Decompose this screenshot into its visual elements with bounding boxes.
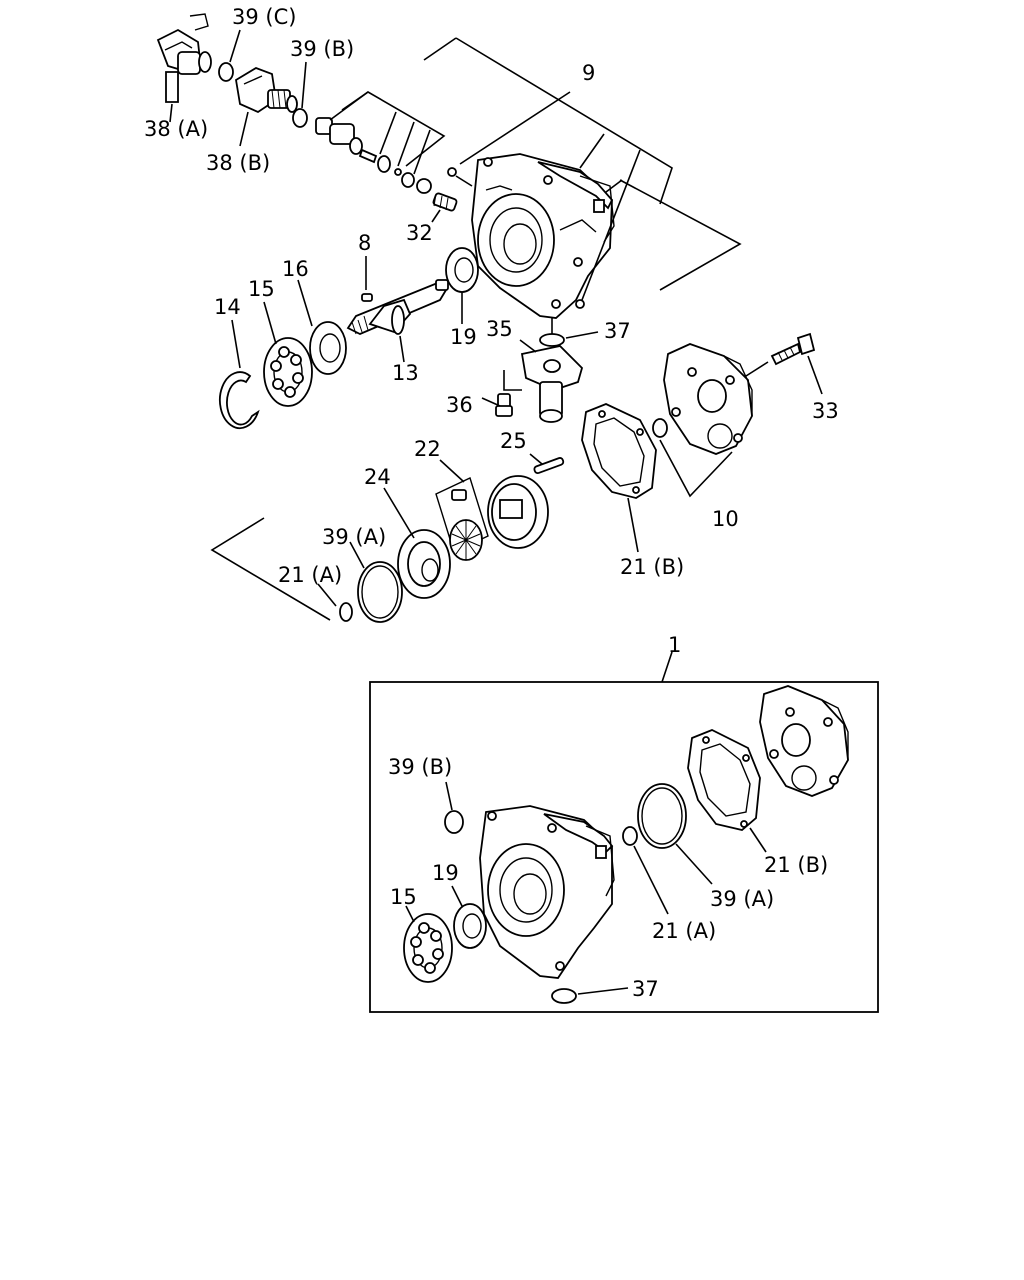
kit-15-ball-bearing — [403, 913, 453, 983]
callout-22: 22 — [414, 437, 441, 461]
kit-39b-o-ring — [444, 810, 464, 834]
part-39b-o-ring — [292, 108, 308, 128]
part-22-rotor-vane-set — [435, 475, 549, 561]
callout-21a: 21 (A) — [278, 563, 342, 587]
callout-14: 14 — [214, 295, 241, 319]
part-21a-o-ring — [339, 602, 353, 622]
part-15-ball-bearing — [263, 337, 313, 407]
callout-24: 24 — [364, 465, 391, 489]
part-10-end-cover — [652, 343, 753, 455]
kit-callout-19: 19 — [432, 861, 459, 885]
part-25-pin — [533, 457, 565, 475]
callout-8: 8 — [358, 231, 371, 255]
part-24-cam-ring — [397, 529, 451, 599]
part-37-o-ring — [539, 333, 565, 347]
part-36-bolt — [495, 393, 513, 417]
callout-1: 1 — [668, 633, 681, 657]
kit-callout-39a: 39 (A) — [710, 887, 774, 911]
part-valve-assembly — [315, 117, 432, 194]
callout-19: 19 — [450, 325, 477, 349]
part-21b-gasket — [581, 403, 657, 499]
callout-37: 37 — [604, 319, 631, 343]
callout-38a: 38 (A) — [144, 117, 208, 141]
part-39c-o-ring — [218, 62, 234, 82]
kit-callout-39b: 39 (B) — [388, 755, 452, 779]
part-8-key — [361, 293, 373, 302]
kit-end-cover — [759, 685, 849, 797]
callout-21b: 21 (B) — [620, 555, 684, 579]
part-32-plug-screw — [432, 192, 458, 212]
kit-callout-15: 15 — [390, 885, 417, 909]
callout-38b: 38 (B) — [206, 151, 270, 175]
callout-36: 36 — [446, 393, 473, 417]
part-33-bolt — [770, 332, 816, 366]
part-19-oil-seal — [445, 247, 479, 293]
callout-39b: 39 (B) — [290, 37, 354, 61]
kit-callout-21b: 21 (B) — [764, 853, 828, 877]
part-14-snap-ring — [219, 371, 260, 430]
part-38a-elbow-fitting — [156, 13, 212, 103]
repair-kit-box — [369, 681, 879, 1013]
callout-15: 15 — [248, 277, 275, 301]
callout-25: 25 — [500, 429, 527, 453]
part-16-washer — [309, 321, 347, 375]
part-13-shaft — [346, 279, 449, 335]
callout-35: 35 — [486, 317, 513, 341]
kit-21b-gasket — [687, 729, 761, 831]
kit-callout-37: 37 — [632, 977, 659, 1001]
callout-9: 9 — [582, 61, 595, 85]
kit-37-o-ring — [551, 988, 577, 1004]
callout-39c: 39 (C) — [232, 5, 296, 29]
callout-10: 10 — [712, 507, 739, 531]
part-35-flange-tube — [520, 345, 584, 423]
part-38b-adapter-fitting — [235, 67, 298, 114]
callout-33: 33 — [812, 399, 839, 423]
kit-19-oil-seal — [453, 903, 487, 949]
callout-16: 16 — [282, 257, 309, 281]
kit-21a-o-ring — [622, 826, 638, 846]
callout-32: 32 — [406, 221, 433, 245]
callout-39a: 39 (A) — [322, 525, 386, 549]
callout-13: 13 — [392, 361, 419, 385]
kit-39a-o-ring — [637, 783, 687, 849]
part-9-pump-housing — [471, 153, 615, 319]
kit-callout-21a: 21 (A) — [652, 919, 716, 943]
part-39a-o-ring — [357, 561, 403, 623]
kit-pump-housing — [479, 805, 615, 979]
